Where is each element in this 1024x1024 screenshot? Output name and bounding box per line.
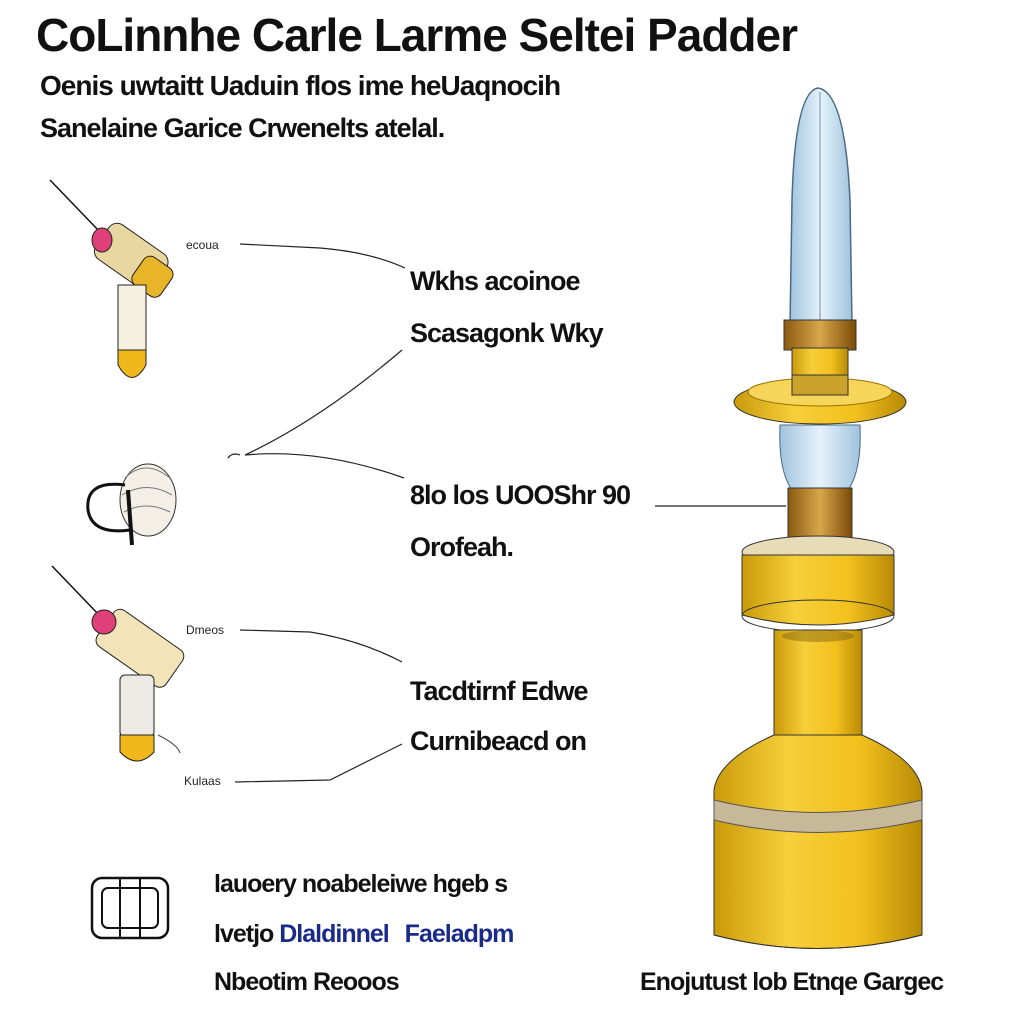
legend-line-2-a: lvetjo (214, 920, 274, 948)
callout-2-line-1: 8lo los UOOShr 90 (410, 480, 631, 510)
callout-3-line-1: Tacdtirnf Edwe (410, 676, 589, 706)
callout-2-line-2: Orofeah. (410, 532, 514, 562)
vial-icon-top (49, 179, 174, 378)
callout-3-tag: Dmeos (186, 623, 225, 637)
subtitle-line-2: Sanelaine Garice Crwenelts atelal. (40, 113, 445, 143)
device-icon-small (90, 876, 170, 940)
diagram-title: CoLinnhe Carle Larme Seltei Padder (36, 9, 798, 61)
legend-line-3: Nbeotim Reooos (214, 968, 400, 996)
subtitle-line-1: Oenis uwtaitt Uaduin flos ime heUaqnocih (40, 70, 561, 101)
callout-1-line-2: Scasagonk Wky (410, 318, 604, 348)
mesh-cap-icon (86, 463, 177, 546)
legend-line-2-c: Faeladpm (404, 920, 515, 948)
bottom-tag: Kulaas (184, 774, 221, 788)
callout-1-tag: ecoua (186, 238, 219, 252)
leader-lines (227, 243, 786, 783)
callout-1-line-1: Wkhs acoinoe (410, 266, 581, 296)
main-apparatus (713, 87, 923, 949)
legend-line-2-b: Dlaldinnel (279, 920, 389, 948)
legend-line-2: lvetjo Dlaldinnel Faeladpm (214, 920, 515, 949)
legend-line-1: lauoery noabeleiwe hgeb s (214, 870, 508, 898)
apparatus-caption: Enojutust lob Etnqe Gargec (640, 968, 944, 996)
vial-icon-bottom (51, 565, 185, 762)
callout-3-line-2: Curnibeacd on (410, 726, 587, 756)
